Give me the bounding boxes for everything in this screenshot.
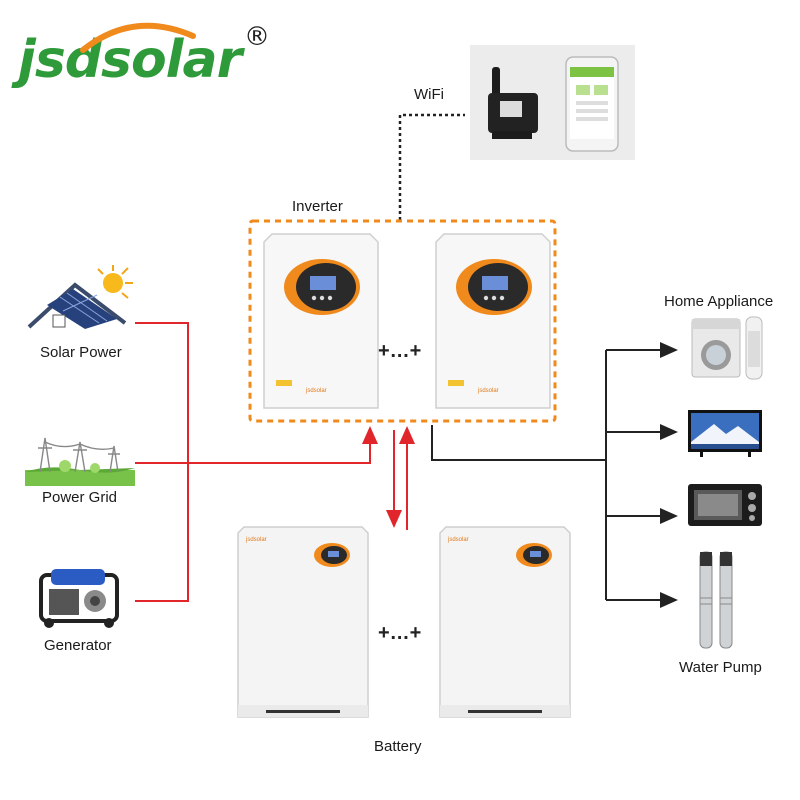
wifi-link-line xyxy=(398,113,465,220)
inverter-unit-2: jsdsolar xyxy=(435,233,551,409)
svg-text:jsdsolar: jsdsolar xyxy=(477,388,499,394)
solar-panel-icon xyxy=(27,265,133,329)
battery-label: Battery xyxy=(374,738,422,755)
inverter-unit-1: jsdsolar xyxy=(263,233,379,409)
inverter-parallel-sign: +…+ xyxy=(378,340,422,362)
svg-text:jsdsolar: jsdsolar xyxy=(245,537,267,543)
oven-icon xyxy=(688,484,762,526)
battery-parallel-sign: +…+ xyxy=(378,622,422,644)
wifi-monitoring-panel xyxy=(470,45,635,160)
wifi-label: WiFi xyxy=(414,86,444,103)
output-line xyxy=(431,425,606,461)
brand-logo: jsdsolar ® xyxy=(18,22,270,90)
solar-power-label: Solar Power xyxy=(40,344,122,361)
washing-machine-icon xyxy=(691,316,763,380)
generator-icon xyxy=(39,569,119,628)
registered-mark: ® xyxy=(244,22,270,52)
generator-label: Generator xyxy=(44,637,112,654)
grid-line xyxy=(135,426,378,464)
television-icon xyxy=(688,410,762,457)
inverter-group-border xyxy=(248,219,557,423)
battery-unit-2: jsdsolar xyxy=(439,526,571,718)
svg-text:jsdsolar: jsdsolar xyxy=(447,537,469,543)
brand-name: jsdsolar xyxy=(18,30,242,90)
water-pump-label: Water Pump xyxy=(679,659,762,676)
wifi-dongle-icon xyxy=(488,56,619,152)
battery-unit-1: jsdsolar xyxy=(237,526,369,718)
power-grid-icon xyxy=(25,437,135,486)
logo-swoosh-icon xyxy=(80,22,196,53)
water-pump-icon xyxy=(699,551,733,649)
svg-text:jsdsolar: jsdsolar xyxy=(305,388,327,394)
inverter-label: Inverter xyxy=(292,198,343,215)
power-grid-label: Power Grid xyxy=(42,489,118,506)
home-appliance-label: Home Appliance xyxy=(664,293,774,310)
